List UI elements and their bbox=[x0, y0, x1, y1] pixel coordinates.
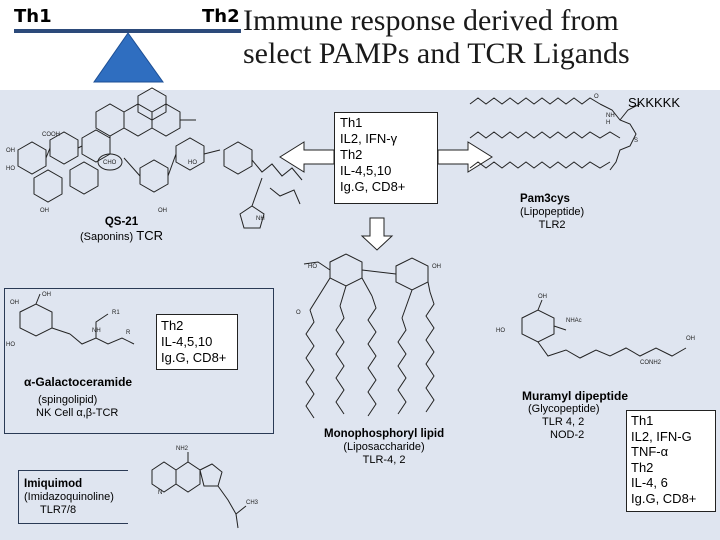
imiq-receptor: TLR7/8 bbox=[40, 504, 77, 516]
atom-h-1: H bbox=[606, 120, 610, 126]
mdp-box-line: IL2, IFN-G bbox=[631, 428, 692, 444]
atom-oh-1: OH bbox=[6, 148, 15, 154]
atom-oh-3: OH bbox=[158, 208, 167, 214]
agal-name: α-Galactoceramide bbox=[24, 375, 133, 389]
atom-n-1: N bbox=[158, 490, 162, 496]
atom-oh-2: OH bbox=[40, 208, 49, 214]
arrow-left-to-qs21 bbox=[279, 141, 335, 173]
mdp-receptor-2: NOD-2 bbox=[550, 429, 585, 441]
atom-nhac: NHAc bbox=[566, 318, 582, 324]
atom-ho-4: HO bbox=[6, 342, 15, 348]
qs21-structure bbox=[17, 87, 303, 229]
mdp-box-line: Th2 bbox=[631, 459, 654, 475]
page-title-line2: select PAMPs and TCR Ligands bbox=[243, 37, 630, 70]
atom-nh-3: NH bbox=[92, 328, 101, 334]
page-title: Immune response derived from select PAMP… bbox=[243, 4, 630, 70]
pam3cys-structure bbox=[469, 97, 641, 171]
agal-box-line: IL-4,5,10 bbox=[161, 334, 213, 349]
center-box-line: IL-4,5,10 bbox=[340, 163, 392, 178]
mdp-box-line: IL-4, 6 bbox=[631, 475, 668, 490]
pam3cys-peptide: SKKKKK bbox=[628, 95, 681, 110]
arrow-down-to-mpl bbox=[360, 217, 394, 251]
mdp-type: (Glycopeptide) bbox=[528, 403, 600, 415]
pam3cys-type: (Lipopeptide) bbox=[520, 206, 585, 218]
mdp-name: Muramyl dipeptide bbox=[522, 389, 629, 403]
mpl-receptor: TLR-4, 2 bbox=[362, 454, 406, 466]
atom-nh2: NH2 bbox=[176, 446, 189, 452]
mpl-name: Monophosphoryl lipid bbox=[324, 428, 445, 440]
seesaw-label-th2: Th2 bbox=[202, 6, 240, 27]
qs21-target: TCR bbox=[136, 228, 163, 243]
atom-ho-2: HO bbox=[188, 160, 197, 166]
agal-frame bbox=[4, 288, 274, 434]
imiq-structure bbox=[151, 452, 247, 529]
atom-oh-4: OH bbox=[432, 264, 441, 270]
atom-oh-7: OH bbox=[538, 294, 547, 300]
pam3cys-name: Pam3cys bbox=[520, 193, 570, 205]
center-box-line: Ig.G, CD8+ bbox=[340, 179, 406, 194]
atom-o-2: O bbox=[296, 310, 301, 316]
mdp-box-line: Th1 bbox=[631, 413, 654, 428]
agal-cytokine-box: Th2 IL-4,5,10 Ig.G, CD8+ bbox=[156, 314, 238, 370]
seesaw-graphic bbox=[14, 29, 241, 83]
atom-ch3: CH3 bbox=[246, 500, 259, 506]
center-box-line: Th2 bbox=[340, 147, 363, 162]
imiq-label: Imiquimod (Imidazoquinoline) TLR7/8 bbox=[24, 478, 114, 517]
atom-conh2: CONH2 bbox=[640, 360, 662, 366]
mdp-box-line: Ig.G, CD8+ bbox=[631, 490, 697, 506]
seesaw-label-th1: Th1 bbox=[14, 6, 52, 27]
center-box-line: Th1 bbox=[340, 115, 363, 130]
mpl-structure bbox=[303, 253, 435, 419]
mpl-type: (Liposaccharide) bbox=[343, 441, 425, 453]
imiq-type: (Imidazoquinoline) bbox=[24, 491, 114, 503]
qs21-type: (Saponins) bbox=[80, 231, 134, 243]
atom-nh-2: NH bbox=[606, 113, 615, 119]
atom-r1: R1 bbox=[112, 310, 120, 316]
atom-ho-1: HO bbox=[6, 166, 15, 172]
agal-box-line: Th2 bbox=[161, 318, 184, 333]
imiq-name: Imiquimod bbox=[24, 478, 83, 490]
atom-cooh: COOH bbox=[42, 132, 60, 138]
agal-label: α-Galactoceramide (spingolipid) NK Cell … bbox=[24, 376, 132, 420]
agal-structure bbox=[19, 293, 135, 345]
atom-o-1: O bbox=[594, 94, 599, 100]
qs21-label: QS-21 (Saponins) TCR bbox=[80, 216, 163, 244]
atom-s: S bbox=[634, 138, 638, 144]
atom-ho-5: HO bbox=[496, 328, 505, 334]
center-cytokine-box: Th1 IL2, IFN-γ Th2 IL-4,5,10 Ig.G, CD8+ bbox=[334, 112, 438, 204]
qs21-name: QS-21 bbox=[104, 216, 139, 228]
seesaw-fulcrum bbox=[93, 32, 164, 83]
mdp-structure bbox=[521, 299, 687, 359]
mpl-label: Monophosphoryl lipid (Liposaccharide) TL… bbox=[324, 428, 444, 467]
agal-box-line: Ig.G, CD8+ bbox=[161, 350, 227, 365]
pam3cys-label: Pam3cys (Lipopeptide) TLR2 bbox=[520, 193, 584, 232]
page-title-line1: Immune response derived from bbox=[243, 4, 619, 37]
imiq-frame bbox=[18, 470, 128, 524]
atom-nh-1: NH bbox=[256, 216, 265, 222]
mdp-cytokine-box: Th1 IL2, IFN-G TNF-α Th2 IL-4, 6 Ig.G, C… bbox=[626, 410, 716, 512]
atom-oh-8: OH bbox=[686, 336, 695, 342]
atom-oh-6: OH bbox=[42, 292, 51, 298]
atom-ho-3: HO bbox=[308, 264, 317, 270]
atom-oh-5: OH bbox=[10, 300, 19, 306]
mdp-box-line: TNF-α bbox=[631, 444, 669, 459]
pam3cys-receptor: TLR2 bbox=[538, 219, 566, 231]
mdp-receptor-1: TLR 4, 2 bbox=[542, 416, 585, 428]
arrow-right-to-pam3cys bbox=[437, 141, 493, 173]
agal-type: (spingolipid) bbox=[38, 394, 98, 406]
mdp-label: Muramyl dipeptide (Glycopeptide) TLR 4, … bbox=[522, 390, 628, 442]
atom-cho: CHO bbox=[103, 160, 117, 166]
agal-receptor: NK Cell α,β-TCR bbox=[36, 407, 119, 419]
atom-r: R bbox=[126, 330, 131, 336]
center-box-line: IL2, IFN-γ bbox=[340, 131, 398, 146]
